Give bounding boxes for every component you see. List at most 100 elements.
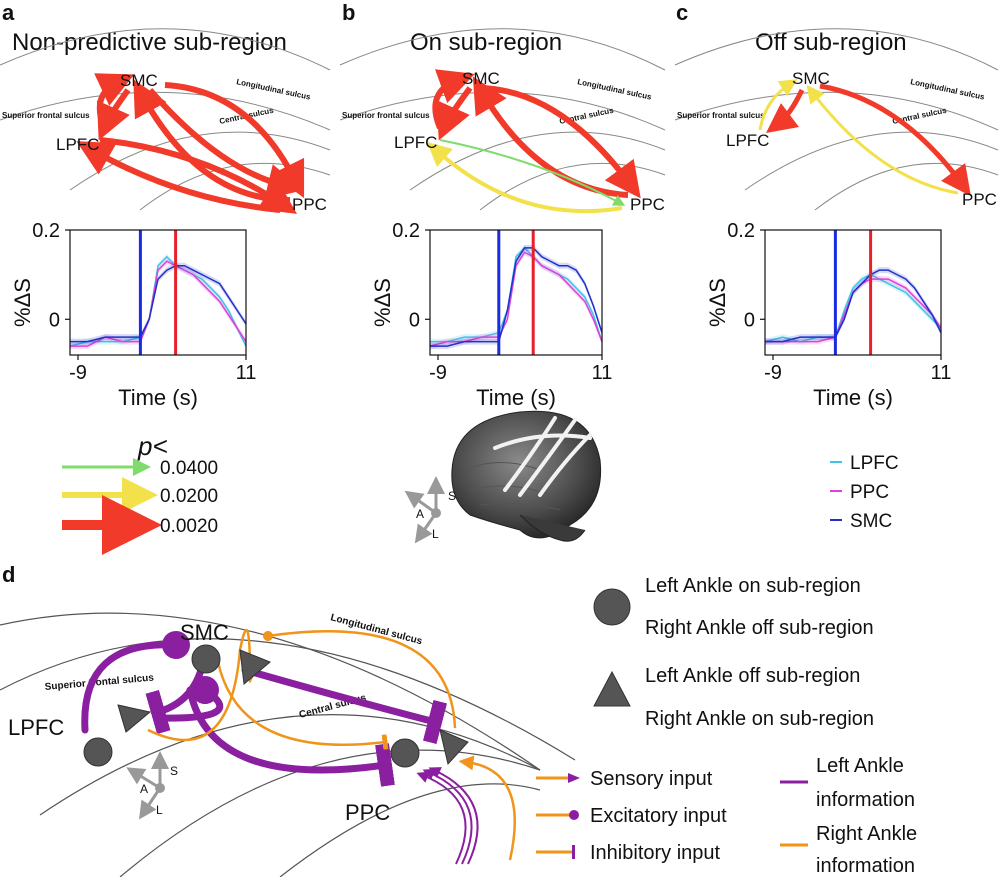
series-line-smc	[765, 269, 942, 343]
y-tick-label: 0.2	[727, 220, 755, 242]
region-label-smc: SMC	[462, 69, 500, 88]
region-label-smc: SMC	[792, 69, 830, 88]
network-diagram-a: Longitudinal sulcus Superior frontal sul…	[0, 28, 331, 214]
sulcus-label-superior-frontal: Superior frontal sulcus	[2, 111, 90, 120]
pvalue-label-0020: 0.0020	[160, 516, 218, 537]
trace-legend-lpfc: LPFC	[850, 453, 899, 474]
pvalue-label-0400: 0.0400	[160, 458, 218, 479]
info-legend-right-line2: information	[816, 855, 915, 877]
info-legend-left-line1: Left Ankle	[816, 755, 904, 777]
ppc-circle-node	[390, 738, 420, 768]
nodes-d	[83, 644, 469, 768]
pvalue-legend-title: p<	[137, 431, 168, 461]
series-line-ppc	[429, 251, 603, 347]
shape-legend-circle-line1: Left Ankle on sub-region	[645, 575, 861, 597]
y-tick-label: 0.2	[392, 220, 420, 242]
region-label-smc-d: SMC	[180, 620, 229, 645]
shape-legend-triangle-line1: Left Ankle off sub-region	[645, 665, 860, 687]
y-axis-label: %ΔS	[370, 278, 395, 327]
x-axis-label: Time (s)	[813, 385, 893, 410]
plot-frame	[764, 229, 942, 356]
x-tick-label: 11	[931, 362, 952, 384]
panel-title-a: Non-predictive sub-region	[12, 29, 287, 56]
series-line-lpfc	[764, 273, 942, 343]
region-label-ppc-d: PPC	[345, 800, 390, 825]
region-label-lpfc: LPFC	[394, 133, 437, 152]
x-tick-label: -9	[69, 362, 87, 384]
brain-illustration	[451, 410, 602, 542]
info-legend-left-line2: information	[816, 789, 915, 811]
region-label-ppc: PPC	[962, 190, 997, 209]
shape-legend: Left Ankle on sub-region Right Ankle off…	[593, 575, 874, 730]
sulcus-lines-d	[0, 612, 576, 877]
y-axis-label: %ΔS	[10, 278, 35, 327]
region-label-lpfc: LPFC	[726, 131, 769, 150]
input-type-legend: Sensory input Excitatory input Inhibitor…	[536, 768, 727, 864]
connection-arrows	[758, 79, 971, 197]
panel-title-c: Off sub-region	[755, 29, 907, 56]
trace-legend-smc: SMC	[850, 511, 892, 532]
orientation-label-a-d: A	[140, 782, 148, 796]
y-tick-label: 0.2	[32, 220, 60, 242]
shape-legend-triangle-line2: Right Ankle on sub-region	[645, 708, 874, 730]
y-axis-label: %ΔS	[705, 278, 730, 327]
orientation-label-s-d: S	[170, 764, 178, 778]
x-tick-label: -9	[764, 362, 782, 384]
region-label-lpfc: LPFC	[56, 135, 99, 154]
orientation-compass-d: S A L	[126, 751, 178, 820]
panel-title-b: On sub-region	[410, 29, 562, 56]
shape-legend-circle-icon	[593, 588, 631, 626]
plot-frame	[429, 229, 603, 356]
panel-letter-d: d	[2, 562, 15, 587]
panel-b-header: b On sub-region	[342, 0, 562, 56]
region-label-ppc: PPC	[292, 195, 327, 214]
region-label-smc: SMC	[120, 71, 158, 90]
network-diagram-b: Longitudinal sulcus Superior frontal sul…	[339, 28, 666, 214]
sulcus-label-longitudinal: Longitudinal sulcus	[910, 77, 986, 102]
pvalue-label-0200: 0.0200	[160, 486, 218, 507]
y-tick-label: 0	[49, 309, 60, 331]
info-legend-right-line1: Right Ankle	[816, 823, 917, 845]
region-label-ppc: PPC	[630, 195, 665, 214]
trace-legend: LPFC PPC SMC	[830, 453, 899, 532]
left-ankle-sensory-input	[416, 767, 479, 865]
orientation-compass-b: S A L	[404, 476, 456, 544]
series-band-smc	[765, 267, 941, 345]
y-tick-label: 0	[409, 309, 420, 331]
sensory-input-arrow-icon	[568, 773, 580, 783]
sulcus-label-longitudinal: Longitudinal sulcus	[577, 77, 653, 102]
orientation-label-a: A	[416, 507, 424, 521]
x-tick-label: -9	[429, 362, 447, 384]
smc-triangle-node	[239, 649, 271, 685]
lpfc-triangle-node	[117, 704, 152, 733]
plot-frame	[69, 229, 247, 356]
orientation-label-l: L	[432, 527, 439, 541]
x-axis-label: Time (s)	[476, 385, 556, 410]
lpfc-circle-node	[83, 737, 113, 767]
series-line-smc	[430, 247, 603, 347]
series-band-lpfc	[765, 271, 941, 345]
smc-circle-node	[191, 644, 221, 674]
ankle-info-legend: Left Ankle information Right Ankle infor…	[780, 755, 917, 877]
left-ankle-pathways	[81, 631, 448, 787]
region-label-lpfc-d: LPFC	[8, 715, 64, 740]
orientation-label-s: S	[448, 489, 456, 503]
right-ankle-pathways	[147, 628, 516, 861]
input-legend-inhibitory: Inhibitory input	[590, 842, 721, 864]
panel-d: d Longitudinal sulcus Superior frontal s…	[0, 562, 917, 877]
connection-arrows	[76, 73, 305, 214]
excitatory-input-dot-icon	[569, 810, 579, 820]
panel-a-header: a Non-predictive sub-region	[2, 0, 287, 56]
panel-letter-b: b	[342, 0, 355, 25]
x-tick-label: 11	[592, 362, 613, 384]
series-band-ppc	[70, 258, 246, 350]
input-legend-excitatory: Excitatory input	[590, 805, 727, 827]
x-axis-label: Time (s)	[118, 385, 198, 410]
y-tick-label: 0	[744, 309, 755, 331]
shape-legend-triangle-icon	[593, 670, 631, 707]
inhibitory-input-bar-icon	[572, 845, 575, 859]
